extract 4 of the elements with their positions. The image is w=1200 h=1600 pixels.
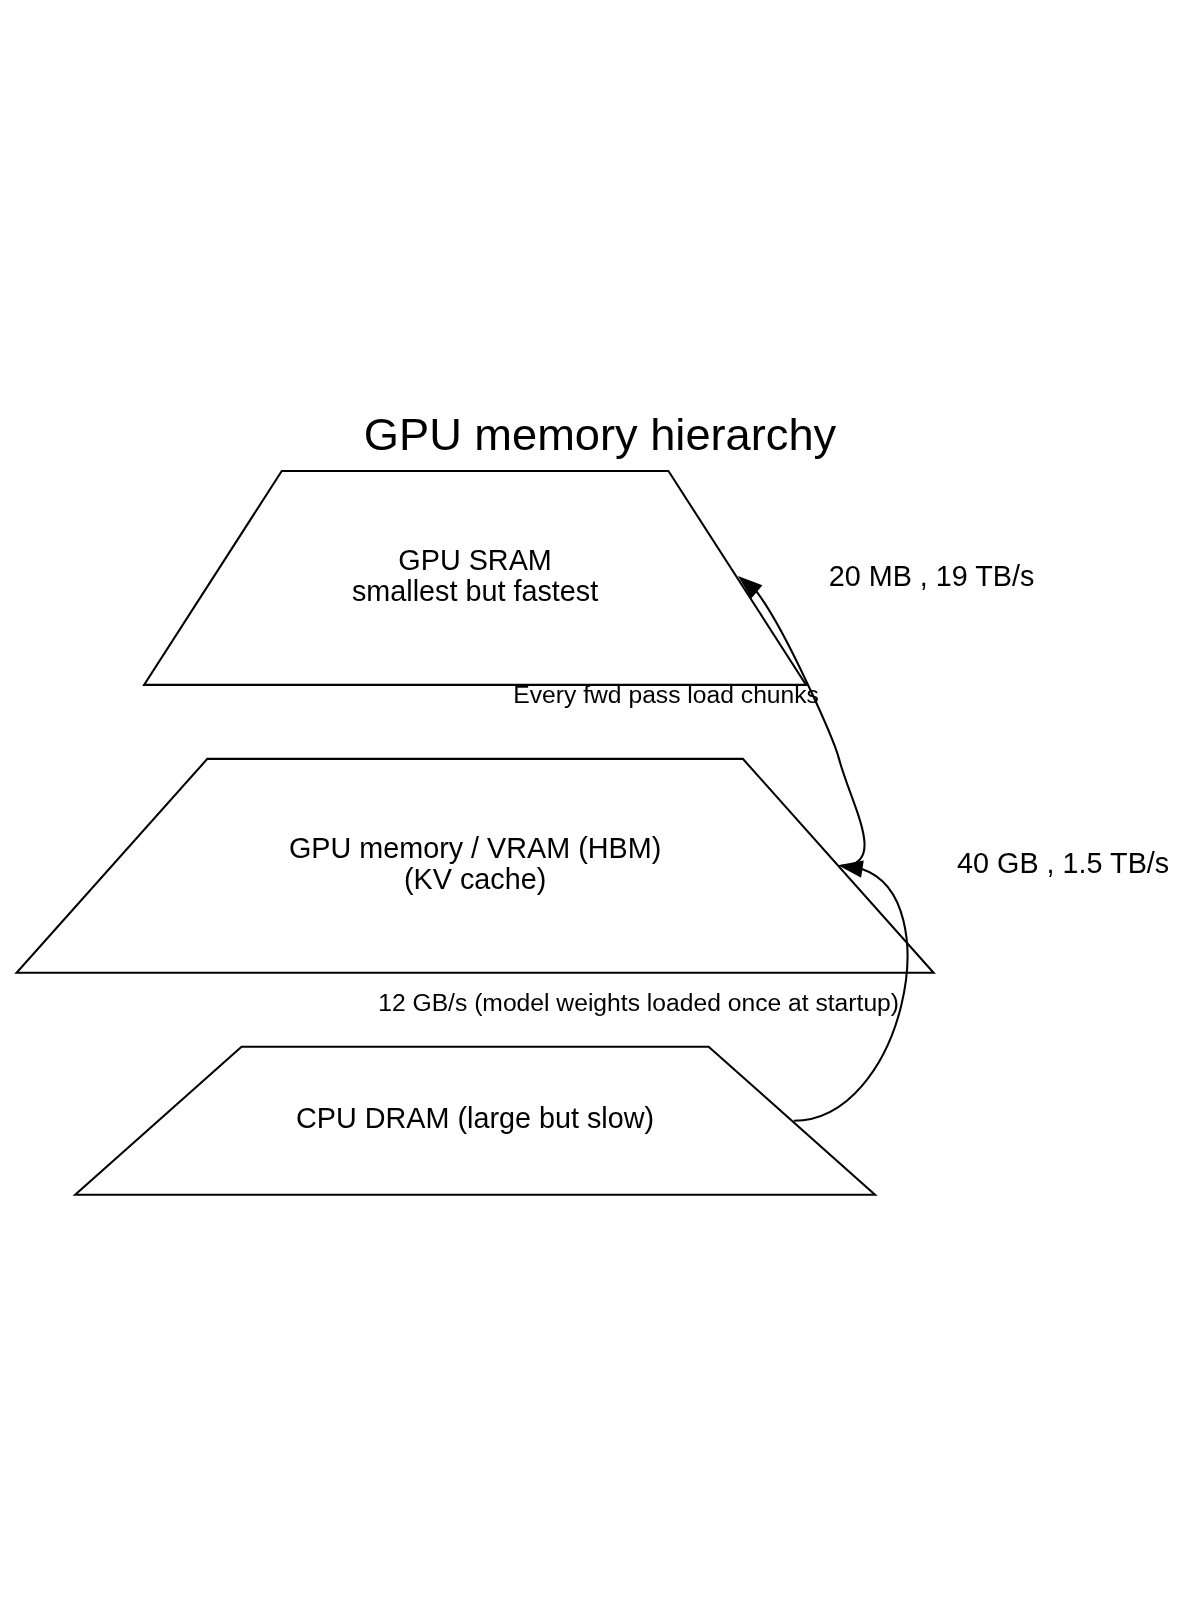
node-label: 40 GB , 1.5 TB/s xyxy=(957,847,1170,880)
node-label: 20 MB , 19 TB/s xyxy=(828,559,1035,592)
diagram-title: GPU memory hierarchy xyxy=(363,408,837,460)
edge-label: 12 GB/s (model weights loaded once at startup) xyxy=(378,989,900,1017)
